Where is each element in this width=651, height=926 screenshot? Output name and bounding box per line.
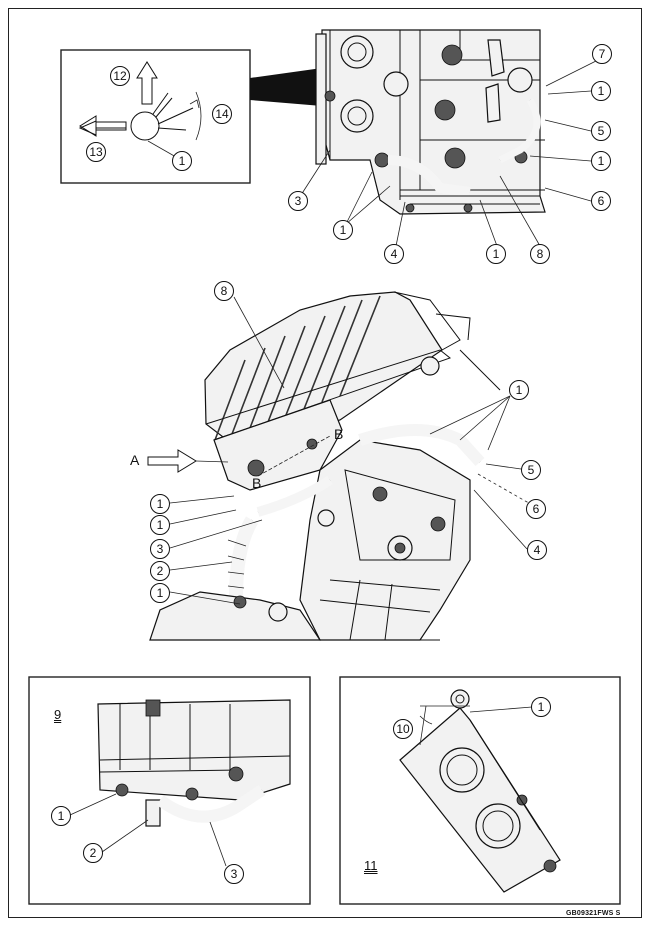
callout-14: 14 — [212, 104, 232, 124]
callout-1-top-a: 1 — [333, 220, 353, 240]
callout-2-main: 2 — [150, 561, 170, 581]
callout-1-panel11: 1 — [531, 697, 551, 717]
callout-1-main-a: 1 — [150, 494, 170, 514]
callout-13: 13 — [86, 142, 106, 162]
callout-3-top: 3 — [288, 191, 308, 211]
panel-11-art — [399, 689, 561, 893]
callout-4-top: 4 — [384, 244, 404, 264]
callout-1-panel9: 1 — [51, 806, 71, 826]
callout-2-panel9: 2 — [83, 843, 103, 863]
callout-3-main: 3 — [150, 539, 170, 559]
callout-7-top: 7 — [592, 44, 612, 64]
callout-1-top-b: 1 — [486, 244, 506, 264]
callout-1-main-b: 1 — [150, 515, 170, 535]
callout-1-orientation: 1 — [172, 151, 192, 171]
view-a-label: A — [130, 452, 140, 468]
callout-8-main: 8 — [214, 281, 234, 301]
diagram-sheet — [8, 8, 642, 918]
panel-9-art — [69, 699, 291, 867]
callout-1-top-c: 1 — [591, 81, 611, 101]
callout-6-main: 6 — [526, 499, 546, 519]
callout-5-main: 5 — [521, 460, 541, 480]
panel-11-label: 11 — [364, 858, 378, 873]
callout-10-panel11: 10 — [393, 719, 413, 739]
main-assembly — [147, 291, 535, 641]
section-b-label-2: B — [252, 475, 262, 491]
panel-9-label: 9 — [54, 707, 62, 722]
callout-4-main: 4 — [527, 540, 547, 560]
callout-5-top: 5 — [591, 121, 611, 141]
callout-1-main-c: 1 — [150, 583, 170, 603]
top-assembly — [300, 29, 597, 247]
callout-1-top-d: 1 — [591, 151, 611, 171]
callout-1-main-hoses: 1 — [509, 380, 529, 400]
callout-8-top: 8 — [530, 244, 550, 264]
figure-code: GB09321FWS S — [566, 910, 621, 917]
callout-12: 12 — [110, 66, 130, 86]
section-b-label-1: B — [334, 426, 344, 442]
callout-3-panel9: 3 — [224, 864, 244, 884]
callout-6-top: 6 — [591, 191, 611, 211]
